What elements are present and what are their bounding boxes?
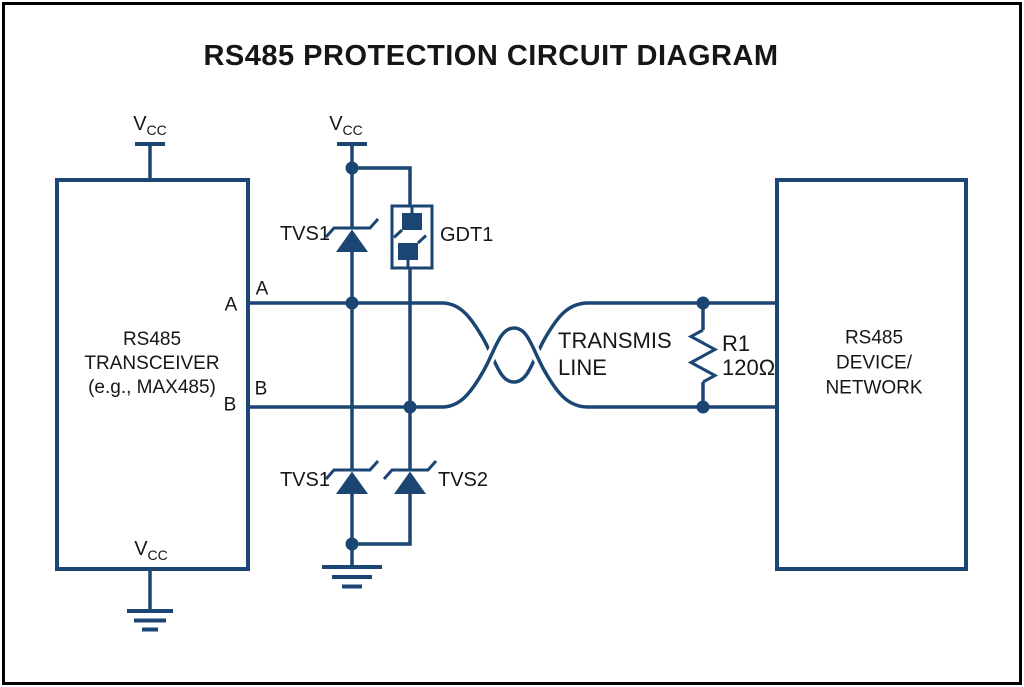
gdt1-symbol xyxy=(390,204,434,470)
anode-wire xyxy=(352,494,412,546)
device-line-1: RS485 xyxy=(844,327,904,349)
gdt-bottom-electrode xyxy=(398,243,418,260)
gdt1-label: GDT1 xyxy=(440,224,494,246)
middle-vcc-rail xyxy=(337,142,412,206)
ground-symbol-left xyxy=(127,569,173,632)
tvs1-bottom-diode xyxy=(324,460,380,544)
transmission-line-label-1: TRANSMIS xyxy=(558,327,672,353)
pin-a-outside-label: A xyxy=(255,278,269,300)
transceiver-box xyxy=(55,178,250,571)
diode-triangle xyxy=(394,471,426,494)
line-b-wire xyxy=(248,326,778,409)
vcc-to-gdt-wire xyxy=(352,166,412,206)
device-line-2: DEVICE/ xyxy=(835,352,913,374)
resistor-zigzag xyxy=(687,328,719,384)
tvs1-top-label: TVS1 xyxy=(279,223,330,245)
gdt-top-tick xyxy=(392,228,404,239)
resistor-ref-label: R1 xyxy=(722,330,751,356)
diode-triangle xyxy=(336,229,368,252)
device-network-box-label: RS485 DEVICE/ NETWORK xyxy=(825,326,922,401)
junction-dot-resistor-bottom xyxy=(696,400,710,414)
tvs1-bottom-label: TVS1 xyxy=(279,469,330,491)
vcc-sub: CC xyxy=(147,547,168,563)
page-title: RS485 PROTECTION CIRCUIT DIAGRAM xyxy=(203,40,779,73)
vcc-main: V xyxy=(329,113,343,135)
junction-dot-lineA xyxy=(345,296,359,310)
vcc-main: V xyxy=(134,538,148,560)
vcc-label-left-top: VCC xyxy=(133,113,167,137)
diode-triangle xyxy=(336,471,368,494)
junction-dot-lineB xyxy=(403,400,417,414)
pin-b-outside-label: B xyxy=(254,378,268,400)
gdt-top-electrode xyxy=(402,213,422,230)
transceiver-line-1: RS485 xyxy=(122,329,182,350)
tvs2-diode xyxy=(352,460,438,546)
junction-dot-vcc xyxy=(345,161,359,175)
vcc-main: V xyxy=(133,113,147,135)
device-network-box xyxy=(775,178,968,571)
tvs1-top-diode xyxy=(324,168,380,303)
vcc-label-middle: VCC xyxy=(329,113,363,137)
vcc-label-left-bottom: VCC xyxy=(134,538,168,562)
resistor-value-label: 120Ω xyxy=(722,354,776,380)
device-line-3: NETWORK xyxy=(825,377,923,399)
vcc-sub: CC xyxy=(342,122,363,138)
zener-bar xyxy=(382,460,438,480)
transceiver-line-3: (e.g., MAX485) xyxy=(88,377,216,398)
transceiver-line-2: TRANSCEIVER xyxy=(84,353,220,374)
transmission-line-label-2: LINE xyxy=(558,354,607,380)
pin-b-inside-label: B xyxy=(223,394,237,416)
line-a-wire xyxy=(248,301,778,384)
vcc-sub: CC xyxy=(146,122,167,138)
junction-dot-resistor-top xyxy=(696,296,710,310)
zener-bar xyxy=(324,218,380,238)
gdt-bottom-tick xyxy=(416,234,428,245)
transceiver-box-label: RS485 TRANSCEIVER (e.g., MAX485) xyxy=(84,328,219,400)
zener-bar xyxy=(324,460,380,480)
junction-dot-ground xyxy=(345,537,359,551)
tvs2-label: TVS2 xyxy=(438,469,489,491)
left-vcc-rail xyxy=(135,142,165,180)
termination-resistor xyxy=(687,303,719,407)
pin-a-inside-label: A xyxy=(224,294,238,316)
ground-symbol-middle xyxy=(322,544,382,589)
